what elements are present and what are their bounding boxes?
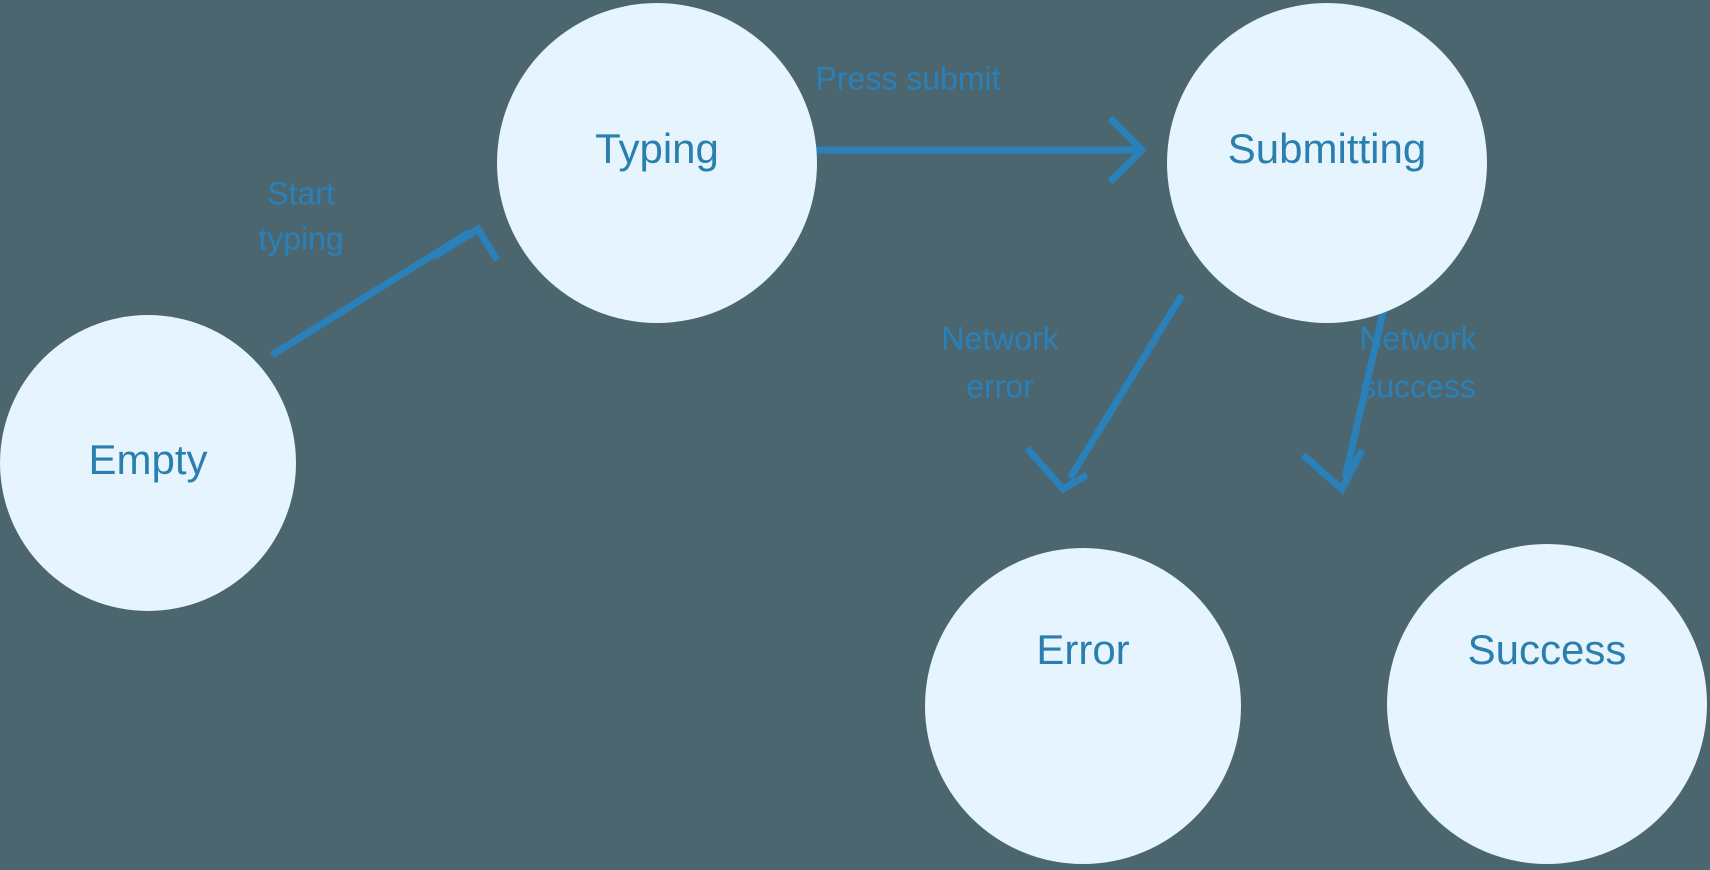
edge-typing-to-submitting[interactable] [768, 115, 1147, 185]
edge-label-start-typing-line1: Start [267, 175, 335, 211]
arrowhead-empty-to-typing-chevron [445, 224, 500, 262]
node-empty[interactable]: Empty [0, 315, 296, 611]
edge-label-network-success-line2: success [1360, 368, 1476, 404]
arrowhead-typing-to-submitting [1107, 115, 1147, 185]
node-typing-label: Typing [595, 125, 719, 172]
node-submitting[interactable]: Submitting [1167, 3, 1487, 323]
edge-line-submitting-to-error [1067, 293, 1185, 480]
node-error[interactable]: Error [925, 548, 1241, 864]
edge-empty-to-typing[interactable] [270, 224, 500, 358]
edge-label-press-submit: Press submit [816, 60, 1001, 96]
node-success-circle [1387, 544, 1707, 864]
node-error-circle [925, 548, 1241, 864]
node-success-label: Success [1468, 626, 1627, 673]
arrowhead-submitting-to-success [1300, 448, 1366, 495]
node-typing[interactable]: Typing [497, 3, 817, 323]
edge-label-start-typing-line2: typing [258, 220, 343, 256]
edge-submitting-to-error[interactable] [1024, 293, 1185, 494]
node-typing-circle [497, 3, 817, 323]
edge-submitting-to-success[interactable] [1300, 294, 1391, 495]
node-error-label: Error [1036, 626, 1129, 673]
node-empty-circle [0, 315, 296, 611]
node-empty-label: Empty [88, 436, 207, 483]
edge-line-submitting-to-success [1341, 294, 1391, 479]
node-submitting-circle [1167, 3, 1487, 323]
arrowhead-submitting-to-error [1024, 445, 1089, 494]
edge-label-network-error-line2: error [966, 368, 1034, 404]
node-submitting-label: Submitting [1228, 125, 1426, 172]
edge-label-network-success-line1: Network [1359, 320, 1477, 356]
edge-label-network-error-line1: Network [941, 320, 1059, 356]
node-success[interactable]: Success [1387, 544, 1707, 864]
